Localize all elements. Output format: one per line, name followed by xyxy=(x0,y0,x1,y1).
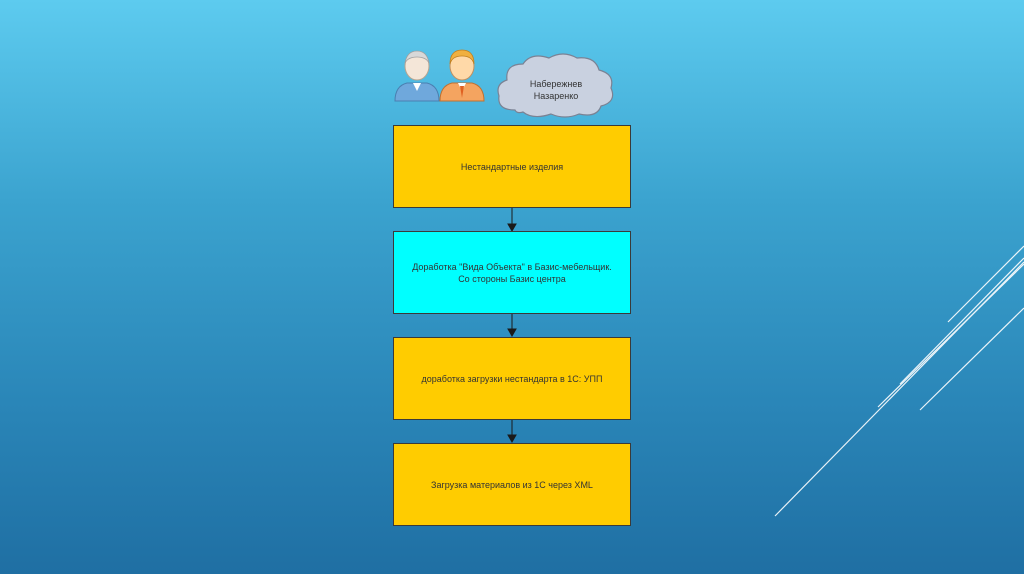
process-step-label: Загрузка материалов из 1С через XML xyxy=(431,479,593,490)
process-step-label: доработка загрузки нестандарта в 1С: УПП xyxy=(421,373,603,384)
user-icon xyxy=(439,49,485,102)
process-step-label: Нестандартные изделия xyxy=(460,161,564,172)
process-step: Нестандартные изделия xyxy=(393,125,631,208)
cloud-label: Набережнев Назаренко xyxy=(529,79,583,101)
process-step: Доработка "Вида Объекта" в Базис-мебельщ… xyxy=(393,231,631,314)
process-step: Загрузка материалов из 1С через XML xyxy=(393,443,631,526)
process-step: доработка загрузки нестандарта в 1С: УПП xyxy=(393,337,631,420)
process-step-label: Доработка "Вида Объекта" в Базис-мебельщ… xyxy=(412,261,612,284)
cloud-shape xyxy=(497,53,614,118)
user-icon xyxy=(394,50,440,102)
